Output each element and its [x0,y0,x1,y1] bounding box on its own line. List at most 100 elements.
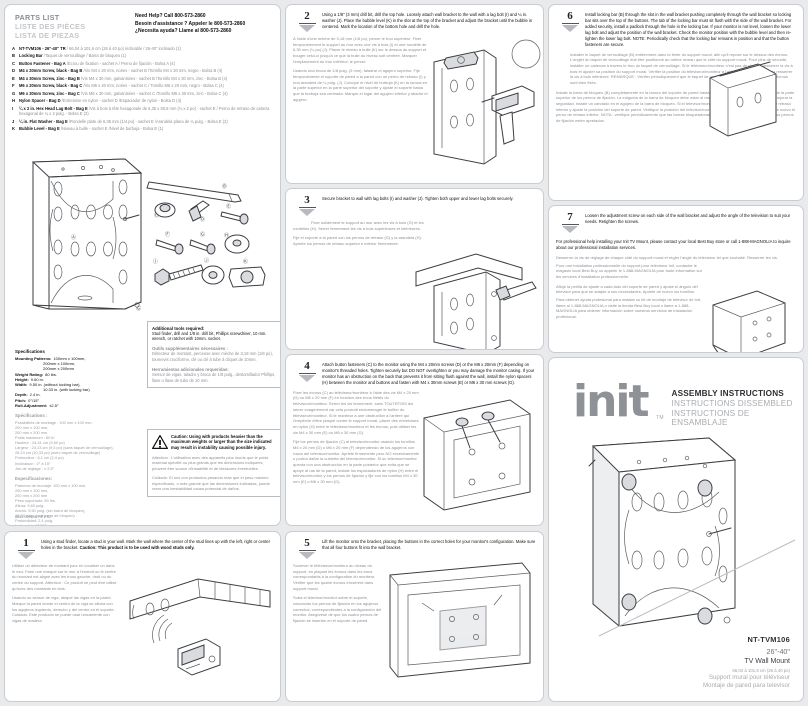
spec-row: Pitch:0°/15° [15,397,40,403]
spec-row: 200 mm x 200 mm [15,492,48,498]
tools-title-fr: Outils supplémentaires nécessaires : [152,346,228,352]
revision-code: 8832-000198 RÉV 02 [15,515,52,519]
part-description: NT-TVM106 - 26"-40" TR / 66,04 à 101,6 c… [19,46,181,51]
spec-row: Jeu de réglage : ± 2,5° [15,465,55,471]
spec-row: 200 mm x 200 mm [15,430,48,436]
step-5-panel: 5 Lift the monitor onto the bracket, pla… [285,531,544,702]
tools-body-en: Stud finder, drill and 1/8 in. drill bit… [152,330,267,342]
spec-row: Hauteur : 24,41 cm (9,60 po) [15,440,65,446]
stud-finder-illustration [177,638,221,676]
spec-row: Mounting Patterns:100mm x 100mm, [15,356,86,361]
parts-list-item: I ¼ x 2 in. Hex Head Lag Bolt - Bag E /Vi… [12,106,274,117]
part-description: Locking Bar /Taquet de verrouillage / Ba… [19,53,127,59]
assembly-title-es: INSTRUCTIONS DE ENSAMBLAJE [671,409,750,427]
step-1-number-marker: 1 [11,537,41,559]
spec-row: Largeur : 24,13 cm (9,5 po) (sans taquet… [15,445,114,451]
wrench-illustration [495,281,537,301]
spec-row: Profundidad: 2,4 pulg. [15,518,54,524]
spec-row: Patrones de montaje: 100 mm x 100 mm, [15,482,87,488]
step-1-text-en: Using a stud finder, locate a stud in yo… [41,539,271,550]
spec-row: 200 mm x 100 mm, [15,424,49,430]
svg-text:Ⓚ: Ⓚ [243,258,248,265]
specifications-fr: Spécifications : Possibilités de montage… [15,413,139,471]
spec-row-continuation: 10.33 in. (with locking bar) [43,387,90,393]
part-letter: E [12,75,15,81]
spec-row: Inclinaison : 0° à 15° [15,460,51,466]
part-letter: K [12,126,16,132]
step-arrow-icon [299,209,315,216]
product-metric: 66,04 à 101,6 cm (26 à 40 po) [732,668,790,673]
part-letter: C [12,60,16,66]
step-3-panel: 3 Secure bracket to wall with lag bolts … [285,188,544,350]
product-name-es: Montaje de pared para televisor [702,682,790,689]
svg-text:Ⓔ: Ⓔ [226,203,231,210]
button-fastener-illustration: Ⓒ [154,202,176,219]
part-letter: I [12,105,14,111]
step-arrow-icon [299,552,315,559]
part-description: Nylon Spacer - Bag D /Entretoise en nylo… [19,98,182,104]
step-7-number: 7 [567,211,573,223]
svg-text:Ⓖ: Ⓖ [136,305,141,312]
svg-text:Ⓖ: Ⓖ [200,231,205,238]
step-4-text-fr: Fixer les écrous (C) au téléviseur/monit… [293,389,419,435]
step-5-number: 5 [304,537,310,549]
step-1-panel: 1 Using a stud finder, locate a stud in … [4,531,281,702]
trademark-mark: TM [656,415,664,421]
part-letter: F [12,83,15,89]
step-7-text-fr: Desserrer la vis de réglage de chaque cô… [556,254,778,260]
svg-text:Ⓙ: Ⓙ [204,257,209,264]
step-3-text-en: Secure bracket to wall with lag bolts (I… [322,196,514,201]
step-4-text-es: Fije los pernos de fijación (C) al telev… [293,439,420,484]
spec-row: Weight Rating:80 lbs. [15,371,57,377]
step-2-text-fr: À l'aide d'une mèche de 3,18 mm (1/8 po)… [293,36,427,64]
spec-row: Poids maximum : 80 lb [15,435,55,441]
svg-text:Ⓑ: Ⓑ [222,183,227,190]
warning-triangle-icon [152,434,168,449]
part-letter: H [12,98,16,104]
tools-body-fr: Détecteur de montant, perceuse avec mèch… [152,351,273,362]
specifications-es: Especificaciones: Patrones de montaje: 1… [15,476,139,526]
assembly-title-en: ASSEMBLY INSTRUCTIONS [671,389,784,398]
spec-row: Inclinación: 0°/15° [15,523,47,526]
svg-text:Ⓕ: Ⓕ [165,231,170,238]
screw-g-illustration: Ⓖ [189,231,216,255]
step-arrow-icon [562,25,578,32]
step-1-illustration [120,561,275,691]
specifications-title-fr: Spécifications : [15,412,48,418]
step-3-number-marker: 3 [292,194,322,216]
caution-body-fr: Attention : L'utilisation avec des appar… [152,454,269,471]
step-4-number-marker: 4 [292,360,322,382]
step-2-number: 2 [304,10,310,22]
svg-text:Ⓒ: Ⓒ [154,212,159,219]
step-6-panel: 6 Install locking bar (B) through the sl… [548,4,804,201]
parts-list-title-en: PARTS LIST [15,13,60,22]
bubble-level-illustration: Ⓚ [228,258,266,288]
step-5-text-en: Lift the monitor onto the bracket, placi… [322,539,536,550]
step-5-illustration [382,559,534,689]
step-2-number-marker: 2 [292,10,322,32]
part-description: Bubble Level - Bag E /Niveau à bulle - s… [19,126,164,132]
step-7-text-en-extra: For professional help installing your In… [556,239,791,250]
step-2-panel: 2 Using a 1/8" (3 mm) drill bit, drill t… [285,4,544,184]
spec-row: 10,33 pulg. (con barra de bloqueo) [15,513,75,519]
parts-list-panel: PARTS LIST LISTE DES PIÈCES LISTA DE PIE… [4,4,281,526]
step-arrow-icon [562,226,578,233]
part-letter: A [12,46,16,51]
locking-bar-illustration: Ⓑ [146,181,242,203]
part-description: M4 x 20mm Screw, black - Bag B /Vis M4 x… [19,68,223,74]
bubble-level-placement [443,51,479,70]
part-description: ¼ x 2 in. Hex Head Lag Bolt - Bag E /Vis… [19,105,270,117]
step-2-illustration [426,36,541,176]
svg-text:Ⓗ: Ⓗ [224,232,229,239]
step-6-text-en: Install locking bar (B) through the slot… [585,12,792,47]
tools-body-es: Sensor de vigas, taladro y broca de 1/8 … [152,371,276,383]
spec-row: Depth:2.4 in. [15,392,41,398]
step-6-illustration [700,50,796,146]
help-es: ¿Necesita ayuda? Llame al 800-573-2860 [135,28,232,35]
